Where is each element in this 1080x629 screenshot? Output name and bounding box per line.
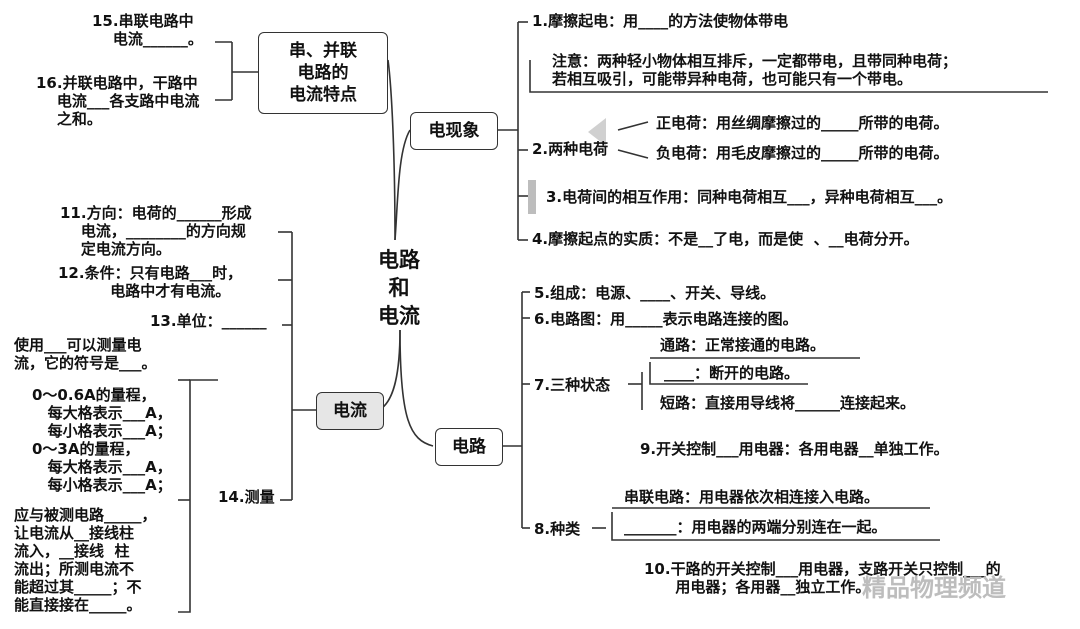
state-short: 短路：直接用导线将______连接起来。 <box>660 394 916 412</box>
item-2-two-charges: 2.两种电荷 <box>532 140 609 158</box>
node-phenomenon: 电现象 <box>410 112 498 150</box>
line-center-parallel <box>387 59 396 241</box>
negative-charge: 负电荷：用毛皮摩擦过的_____所带的电荷。 <box>656 144 949 162</box>
item-5-composition: 5.组成：电源、____、开关、导线。 <box>534 284 776 302</box>
line-center-circuit <box>399 329 434 447</box>
node-circuit: 电路 <box>435 428 503 466</box>
item-16-parallel-current: 16.并联电路中，干路中 电流___各支路中电流 之和。 <box>36 74 200 128</box>
item-14-measure: 14.测量 <box>218 488 275 506</box>
meter-usage: 使用___可以测量电 流，它的符号是___。 <box>14 336 157 372</box>
node-parallel-current: 串、并联 电路的 电流特点 <box>258 32 388 114</box>
item-15-series-current: 15.串联电路中 电流______。 <box>92 12 203 48</box>
item-3-interaction: 3.电荷间的相互作用：同种电荷相互___，异种电荷相互___。 <box>546 188 953 206</box>
type-parallel: _______：用电器的两端分别连在一起。 <box>624 518 887 536</box>
line-center-current <box>381 329 401 409</box>
item-11-direction: 11.方向：电荷的______形成 电流，________的方向规 定电流方向。 <box>60 204 252 258</box>
line-center-phenomenon <box>394 129 411 241</box>
state-closed: 通路：正常接通的电路。 <box>660 336 826 354</box>
item-6-circuit-diagram: 6.电路图：用_____表示电路连接的图。 <box>534 310 798 328</box>
positive-charge: 正电荷：用丝绸摩擦过的_____所带的电荷。 <box>656 114 949 132</box>
meter-ranges: 0～0.6A的量程， 每大格表示___A， 每小格表示___A； 0～3A的量程… <box>32 386 172 494</box>
meter-connection-rules: 应与被测电路_____， 让电流从__接线柱 流入，__接线 柱 流出；所测电流… <box>14 506 157 614</box>
note-attraction-repulsion: 注意：两种轻小物体相互排斥，一定都带电，且带同种电荷； 若相互吸引，可能带异种电… <box>552 52 958 88</box>
item-10-trunk-switch: 10.干路的开关控制___用电器，支路开关只控制___的 用电器；各用器__独立… <box>644 560 1001 596</box>
center-title: 电路 和 电流 <box>378 248 420 328</box>
item-13-unit: 13.单位：______ <box>150 312 267 330</box>
node-current: 电流 <box>316 392 384 430</box>
item-12-condition: 12.条件：只有电路___时， 电路中才有电流。 <box>58 264 243 300</box>
item-7-three-states: 7.三种状态 <box>534 376 611 394</box>
item-9-switch-control: 9.开关控制___用电器：各用电器__单独工作。 <box>640 440 949 458</box>
type-series: 串联电路：用电器依次相连接入电路。 <box>624 488 880 506</box>
item-8-types: 8.种类 <box>534 520 581 538</box>
watermark: 精品物理频道 <box>862 574 1006 602</box>
item-1-friction-charging: 1.摩擦起电：用____的方法使物体带电 <box>532 12 789 30</box>
item-4-essence: 4.摩擦起点的实质：不是__了电，而是使 、__电荷分开。 <box>532 230 919 248</box>
state-open: ____：断开的电路。 <box>664 364 800 382</box>
